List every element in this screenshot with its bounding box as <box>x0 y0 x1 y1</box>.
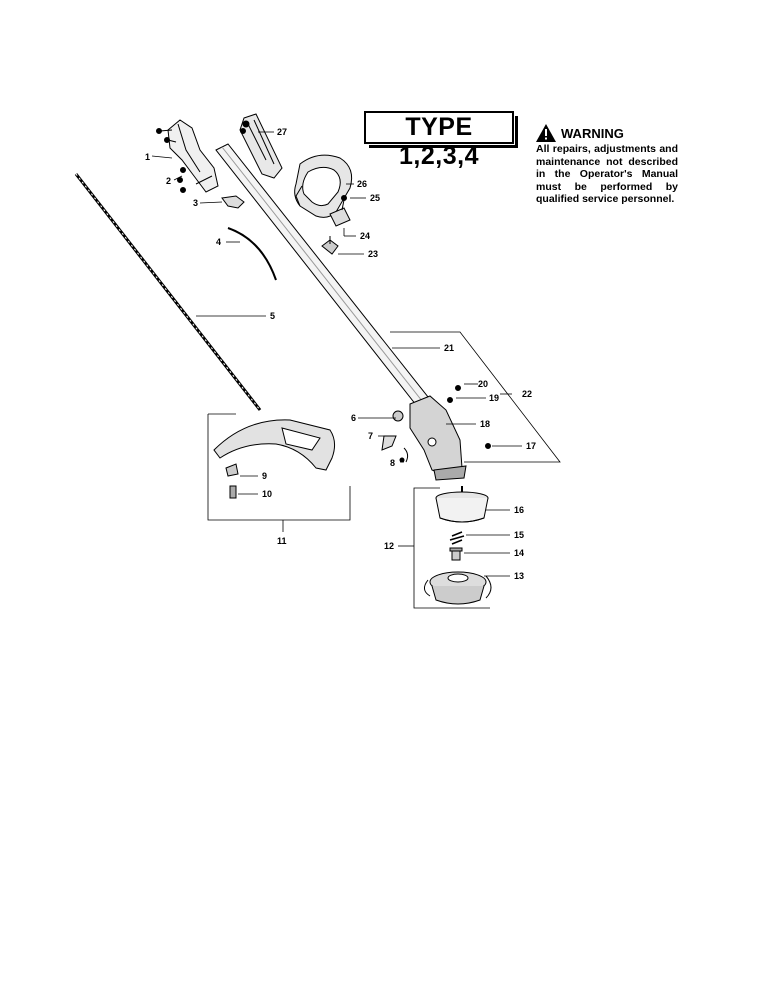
callout-21: 21 <box>444 343 454 353</box>
spring-part <box>449 531 465 545</box>
warning-triangle-icon <box>536 124 556 142</box>
callout-13: 13 <box>514 571 524 581</box>
trimmer-head-spool <box>424 571 492 605</box>
trimmer-head-cover <box>435 486 489 523</box>
callout-14: 14 <box>514 548 524 558</box>
callout-2: 2 <box>166 176 171 186</box>
clip-part <box>221 195 245 209</box>
callout-22: 22 <box>522 389 532 399</box>
callout-4: 4 <box>216 237 221 247</box>
warning-heading-row: WARNING <box>536 124 678 142</box>
warning-text: All repairs, adjustments and maintenance… <box>536 143 678 205</box>
handle-bracket-part <box>156 119 219 193</box>
clamp-part <box>329 195 351 227</box>
screws <box>447 385 491 449</box>
callout-24: 24 <box>360 231 370 241</box>
callout-23: 23 <box>368 249 378 259</box>
callout-8: 8 <box>390 458 395 468</box>
callout-3: 3 <box>193 198 198 208</box>
leader-lines <box>151 131 561 609</box>
callout-12: 12 <box>384 541 394 551</box>
callout-10: 10 <box>262 489 272 499</box>
callout-17: 17 <box>526 441 536 451</box>
callout-16: 16 <box>514 505 524 515</box>
callout-15: 15 <box>514 530 524 540</box>
assist-handle-part <box>294 154 353 218</box>
callout-27: 27 <box>277 127 287 137</box>
warning-heading: WARNING <box>561 125 624 141</box>
callout-1: 1 <box>145 152 150 162</box>
upper-bracket-part <box>239 113 283 179</box>
bolt-part <box>449 547 463 561</box>
small-parts <box>381 410 409 463</box>
callout-11: 11 <box>277 536 287 546</box>
callout-5: 5 <box>270 311 275 321</box>
warning-notice: WARNING All repairs, adjustments and mai… <box>536 124 678 206</box>
callout-25: 25 <box>370 193 380 203</box>
guard-part <box>213 419 336 499</box>
callout-18: 18 <box>480 419 490 429</box>
callout-20: 20 <box>478 379 488 389</box>
flex-drive-shaft <box>74 173 262 411</box>
type-label: TYPE 1,2,3,4 <box>364 111 518 170</box>
knob-part <box>321 236 339 255</box>
curved-line-part <box>227 227 277 281</box>
callout-9: 9 <box>262 471 267 481</box>
callout-26: 26 <box>357 179 367 189</box>
gear-head-part <box>409 395 467 481</box>
callout-labels: 1 2 3 4 5 6 7 8 9 10 11 12 13 14 15 16 1… <box>145 127 536 581</box>
callout-7: 7 <box>368 431 373 441</box>
callout-6: 6 <box>351 413 356 423</box>
callout-19: 19 <box>489 393 499 403</box>
